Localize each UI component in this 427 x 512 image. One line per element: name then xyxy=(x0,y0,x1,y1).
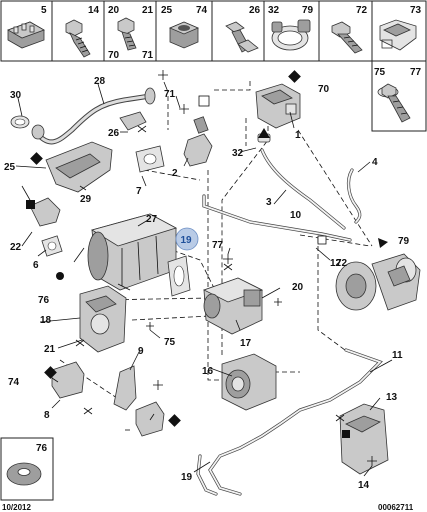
cell-label: 75 xyxy=(374,67,386,78)
bolt-icon xyxy=(65,19,91,58)
callout-10: 10 xyxy=(290,210,302,221)
hose-clamp-icon xyxy=(271,19,311,51)
cell-label: 71 xyxy=(142,50,154,61)
part-27-egr-cooler xyxy=(87,213,178,291)
callout-13: 13 xyxy=(386,392,398,403)
callout-16: 16 xyxy=(202,366,214,377)
cell-label: 74 xyxy=(196,5,208,16)
cell-label: 77 xyxy=(410,67,422,78)
callout-27: 27 xyxy=(146,214,158,225)
callout-25-upper: 25 xyxy=(4,162,16,173)
part-4-hose xyxy=(346,168,362,224)
callout-70-upper: 70 xyxy=(318,84,330,95)
part-7-gasket xyxy=(135,145,165,173)
callout-74-left: 74 xyxy=(8,377,20,388)
part-30-clamp-ring xyxy=(10,115,30,129)
highlight-marker-19: 19 xyxy=(175,227,199,251)
cell-label: 20 xyxy=(108,5,120,16)
callout-32: 32 xyxy=(232,148,244,159)
nut-icon xyxy=(168,21,200,49)
part-17-egr-valve xyxy=(202,277,264,335)
footer-date: 10/2012 xyxy=(2,503,31,512)
part-26-bracket xyxy=(119,111,147,131)
part-1-valve xyxy=(255,83,301,129)
clip-icon xyxy=(7,21,45,49)
callout-6: 6 xyxy=(33,260,39,271)
fastener-header-row: 5 14 20 21 70 71 25 74 xyxy=(0,0,427,62)
callout-72: 72 xyxy=(336,258,348,269)
cell-label: 5 xyxy=(41,5,47,16)
highlight-label: 19 xyxy=(181,235,193,246)
callout-18: 18 xyxy=(40,315,52,326)
part-19-gasket xyxy=(167,255,191,297)
callout-8-left: 8 xyxy=(44,410,50,421)
footer-code: 00062711 xyxy=(378,503,414,512)
screw-icon xyxy=(331,21,363,54)
part-6-elbow xyxy=(29,197,63,257)
callout-29: 29 xyxy=(80,194,92,205)
callout-21: 21 xyxy=(44,344,56,355)
callout-labels: 1 2 3 4 6 7 8 9 10 11 12 13 14 16 17 18 … xyxy=(4,76,410,491)
callout-76: 76 xyxy=(38,295,50,306)
callout-75: 75 xyxy=(164,337,176,348)
callout-28: 28 xyxy=(94,76,106,87)
callout-19-lower: 19 xyxy=(181,472,193,483)
part-8-sensor-left xyxy=(51,361,85,399)
cell-label: 72 xyxy=(356,5,368,16)
callout-17: 17 xyxy=(240,338,252,349)
cell-label: 14 xyxy=(88,5,100,16)
stud-icon xyxy=(117,17,137,51)
callout-4: 4 xyxy=(372,157,378,168)
callout-9: 9 xyxy=(138,346,144,357)
part-13-mounting-plate xyxy=(339,403,389,475)
callout-11: 11 xyxy=(392,350,403,361)
callout-14: 14 xyxy=(358,480,370,491)
assembly-guide-lines xyxy=(59,80,373,431)
callout-26: 26 xyxy=(108,128,120,139)
part-8-sensor-right xyxy=(135,401,165,437)
part-11-wiring-harness xyxy=(196,348,383,496)
leader-lines xyxy=(15,81,393,477)
callout-20: 20 xyxy=(292,282,304,293)
part-2-solenoid xyxy=(183,116,213,167)
callout-71: 71 xyxy=(164,89,176,100)
cell-label: 25 xyxy=(161,5,173,16)
callout-3: 3 xyxy=(266,197,272,208)
note-squares xyxy=(26,70,350,438)
retaining-clip-icon xyxy=(379,19,417,51)
part-3-vacuum-tube xyxy=(260,148,346,230)
torque-markers xyxy=(75,70,377,466)
cell-label: 79 xyxy=(302,5,314,16)
side-fastener-cell: 75 77 xyxy=(371,60,427,132)
part-28-egr-pipe xyxy=(31,87,156,145)
callout-1: 1 xyxy=(295,130,301,141)
cell-label: 32 xyxy=(268,5,280,16)
part-10-vacuum-line xyxy=(202,194,352,242)
part-18-egr-body xyxy=(79,285,127,353)
callout-12: 12 xyxy=(330,258,342,269)
part-9-bracket xyxy=(113,365,137,411)
cell-label: 73 xyxy=(410,5,422,16)
part-29-heat-shield xyxy=(45,141,113,193)
cell-label: 70 xyxy=(108,50,120,61)
callout-22: 22 xyxy=(10,242,22,253)
part-16-throttle-body xyxy=(221,353,277,411)
callout-79: 79 xyxy=(398,236,410,247)
note-triangles xyxy=(258,128,388,248)
part-12-turbocharger xyxy=(335,253,421,311)
callout-2: 2 xyxy=(172,168,178,179)
callout-77: 77 xyxy=(212,240,224,251)
washer-cell: 76 xyxy=(0,437,54,501)
cell-label: 26 xyxy=(249,5,261,16)
callout-30-upper: 30 xyxy=(10,90,22,101)
cell-label: 21 xyxy=(142,5,154,16)
callout-7: 7 xyxy=(136,186,142,197)
cell-label: 76 xyxy=(36,443,48,454)
flange-bolt-icon xyxy=(377,83,411,123)
spacer-icon xyxy=(225,21,259,53)
